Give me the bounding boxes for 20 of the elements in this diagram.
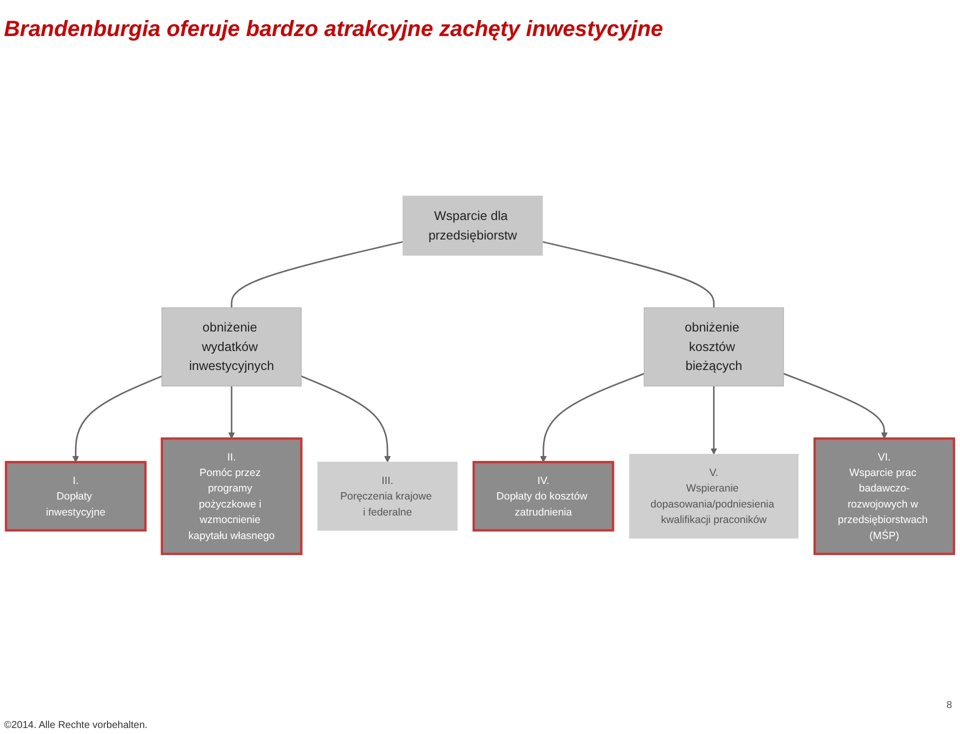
node-box: I. Dopłaty inwestycyjne bbox=[4, 461, 147, 532]
connector bbox=[230, 241, 404, 308]
arrow bbox=[301, 375, 391, 462]
page-number: 8 bbox=[946, 700, 952, 711]
arrow bbox=[540, 372, 644, 462]
arrow bbox=[228, 386, 235, 439]
connector bbox=[542, 241, 715, 308]
node-box: III. Poręczenia krajowe i federalne bbox=[317, 462, 458, 531]
node-box: II. Pomóc przez programy pożyczkowe i wzmocnienie kapytału własnego bbox=[160, 437, 302, 556]
node-box: VI. Wsparcie prac badawczo-rozwojowych w przedsiębiorstwach (MŚP) bbox=[813, 437, 956, 556]
node-box: obniżenie wydatków inwestycyjnych bbox=[162, 307, 302, 386]
slide-title: Brandenburgia oferuje bardzo atrakcyjne zachęty inwestycyjne bbox=[4, 16, 663, 42]
node-box: V. Wspieranie dopasowania/podniesienia kwalifikacji praconików bbox=[629, 454, 798, 539]
node-box: obniżenie kosztów bieżących bbox=[644, 307, 784, 386]
arrow bbox=[710, 386, 718, 455]
arrow bbox=[72, 375, 162, 462]
arrow bbox=[783, 372, 888, 439]
node-box: IV. Dopłaty do kosztów zatrudnienia bbox=[472, 461, 614, 532]
node-box: Wsparcie dla przedsiębiorstw bbox=[402, 196, 543, 256]
copyright-note: ©2014. Alle Rechte vorbehalten. bbox=[4, 720, 148, 731]
